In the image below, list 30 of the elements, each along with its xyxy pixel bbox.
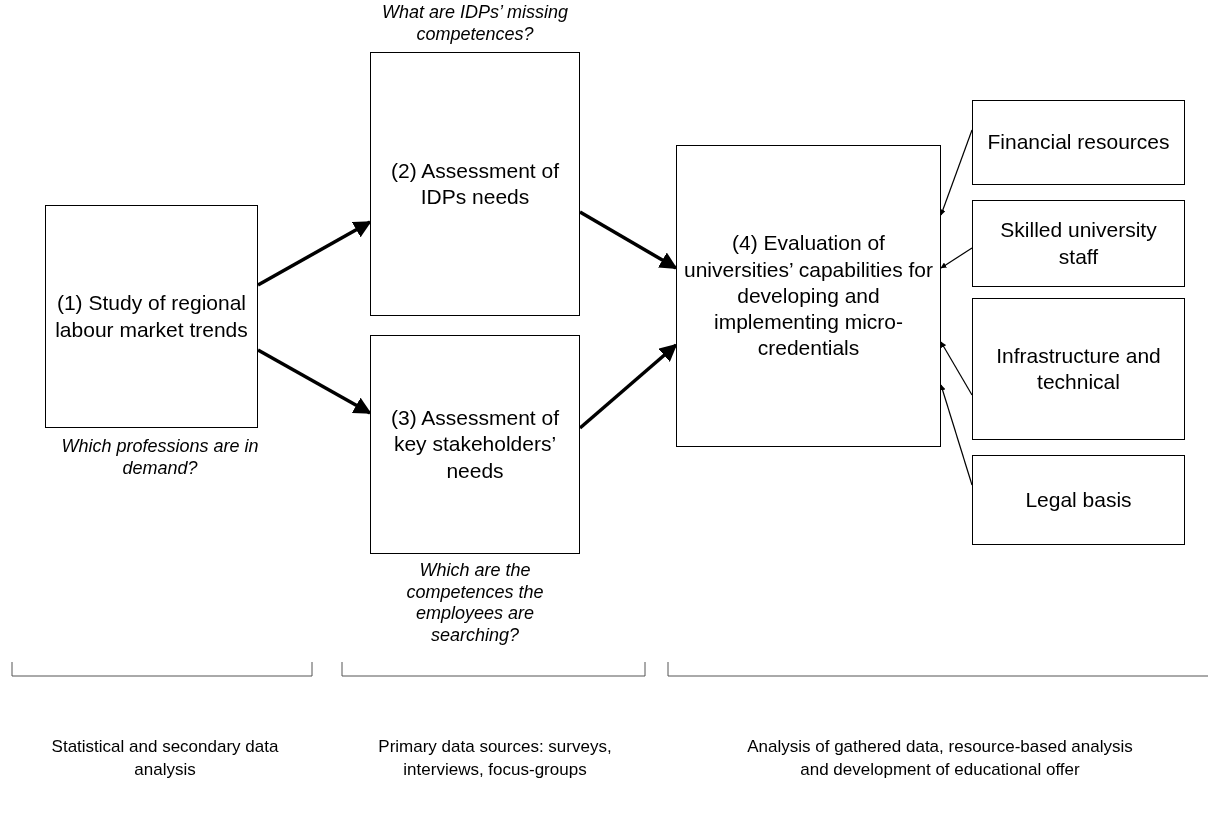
- arrow: [579, 210, 678, 270]
- question-note: What are IDPs’ missing competences?: [380, 2, 570, 46]
- phase-label: Statistical and secondary data analysis: [50, 736, 280, 781]
- node-text: (3) Assessment of key stakeholders’ needs: [389, 405, 561, 484]
- arrow: [257, 220, 372, 287]
- node-text: Skilled university staff: [999, 217, 1158, 270]
- node-text: (1) Study of regional labour market trends: [54, 290, 249, 343]
- node-text: Infrastructure and technical: [995, 342, 1162, 395]
- node-text: (2) Assessment of IDPs needs: [389, 157, 561, 210]
- process-box: [370, 335, 580, 554]
- process-box: [972, 455, 1185, 545]
- node-text: Financial resources: [987, 129, 1170, 156]
- phase-label: Analysis of gathered data, resource-based analysis and development of educational offer: [746, 736, 1134, 781]
- question-note: Which professions are in demand?: [60, 436, 260, 480]
- node-text: (4) Evaluation of universities’ capabilities for developing and implementing micro-credentials: [683, 230, 934, 362]
- arrow: [939, 384, 973, 486]
- node-text: Legal basis: [1025, 486, 1132, 513]
- process-box: [676, 145, 941, 447]
- process-box: [972, 200, 1185, 287]
- phase-label: Primary data sources: surveys, interviews, focus-groups: [377, 736, 613, 781]
- arrow: [940, 129, 973, 216]
- arrow: [940, 247, 973, 269]
- process-box: [370, 52, 580, 316]
- process-box: [972, 100, 1185, 185]
- process-box: [45, 205, 258, 428]
- arrow: [578, 343, 678, 430]
- question-note: Which are the competences the employees are searching?: [405, 560, 545, 647]
- process-box: [972, 298, 1185, 440]
- arrow: [940, 341, 973, 396]
- arrow: [257, 348, 372, 415]
